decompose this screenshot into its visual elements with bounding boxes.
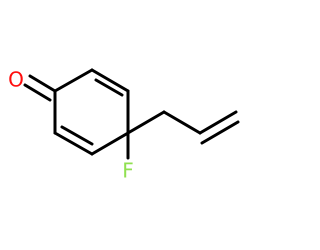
- bond-c4-c5: [90, 131, 130, 156]
- bond-ch2-ch: [162, 110, 202, 135]
- bond-ch-ch2-terminal-second: [200, 120, 240, 145]
- bond-c1-o: [28, 74, 57, 93]
- bond-c4-ch2: [126, 110, 166, 135]
- bond-c5-c6-inner: [60, 125, 94, 146]
- oxygen-label: O: [8, 68, 24, 92]
- cyclohexadienone-ring: [53, 68, 130, 156]
- molecule-structure-diagram: O F: [0, 0, 250, 250]
- bond-ch-ch2-terminal: [198, 110, 238, 135]
- bond-c2-c3: [90, 68, 130, 93]
- allyl-group: [126, 110, 240, 145]
- bond-c1-c2: [53, 68, 94, 93]
- bond-c1-o-second: [23, 83, 52, 102]
- carbonyl-bond: [23, 74, 57, 102]
- background: [0, 0, 250, 250]
- bond-c2-c3-inner: [94, 78, 124, 97]
- bond-c5-c6: [53, 131, 94, 156]
- fluorine-label: F: [122, 159, 134, 183]
